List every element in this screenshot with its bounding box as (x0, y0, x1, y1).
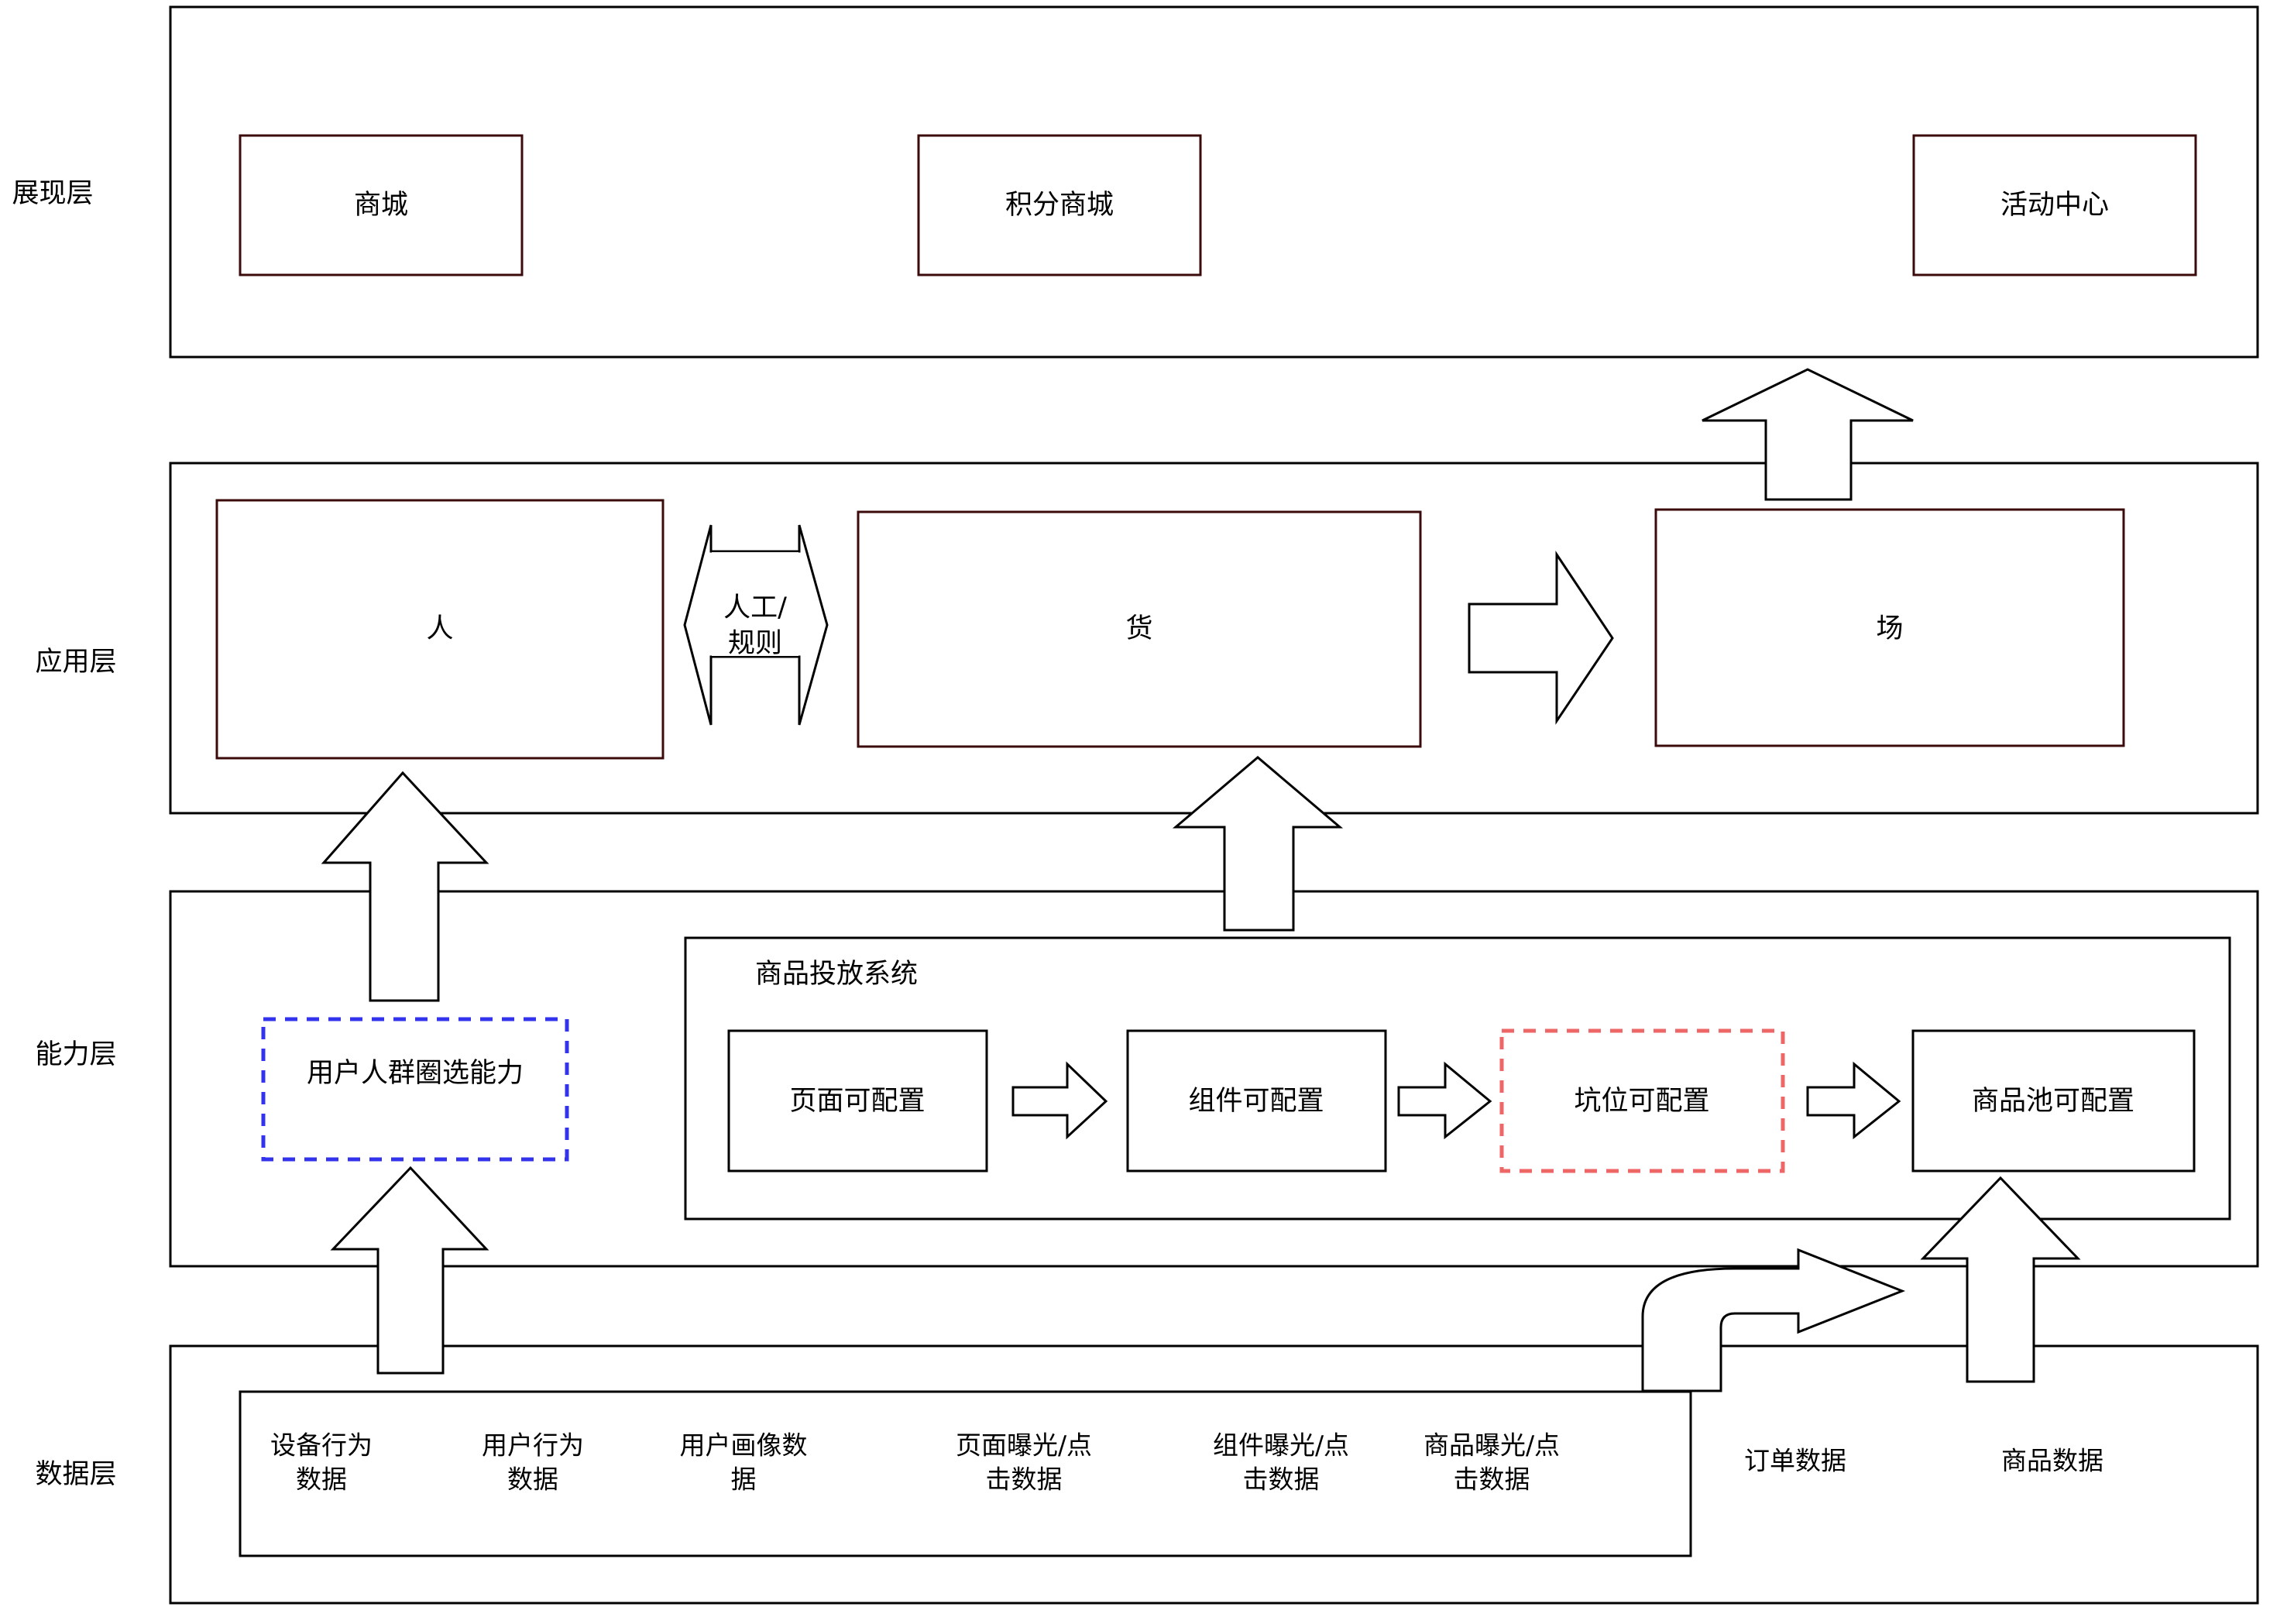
arrow-right-slot-to-pool (1806, 1061, 1901, 1140)
data-order: 订单数据 (1744, 1446, 1846, 1476)
data-device-behavior-line2: 数据 (296, 1464, 347, 1495)
arrow-right-component-to-slot (1397, 1061, 1492, 1140)
scene-label: 场 (1876, 613, 1903, 644)
data-product: 商品数据 (2001, 1446, 2103, 1476)
mall-box: 商城 (239, 134, 524, 276)
page-config-label: 页面可配置 (789, 1086, 925, 1117)
activity-center-box: 活动中心 (1912, 134, 2197, 276)
user-segmentation-label: 用户人群圈选能力 (307, 1058, 524, 1089)
points-mall-box: 积分商城 (917, 134, 1202, 276)
arrow-up-segmentation-to-people (321, 771, 489, 1002)
slot-config-box: 坑位可配置 (1499, 1028, 1785, 1173)
people-label: 人 (426, 613, 453, 644)
layer-label-presentation: 展现层 (12, 178, 93, 209)
data-user-behavior-line1: 用户行为 (482, 1430, 584, 1461)
arrow-up-system-to-goods (1172, 756, 1344, 932)
data-user-profile-line1: 用户画像数 (680, 1430, 808, 1461)
page-config-box: 页面可配置 (727, 1029, 988, 1173)
data-page-exposure-line2: 击数据 (986, 1464, 1063, 1495)
pool-config-label: 商品池可配置 (1972, 1086, 2134, 1117)
arrow-right-goods-to-scene (1468, 551, 1614, 725)
data-component-exposure-line2: 击数据 (1243, 1464, 1320, 1495)
product-delivery-system-title: 商品投放系统 (755, 959, 918, 990)
people-box: 人 (215, 499, 665, 760)
component-config-box: 组件可配置 (1126, 1029, 1387, 1173)
manual-rule-label-line1: 人工/ (723, 592, 787, 623)
scene-box: 场 (1654, 508, 2125, 747)
data-product-exposure-line2: 击数据 (1454, 1464, 1530, 1495)
data-user-behavior-line2: 数据 (507, 1464, 558, 1495)
component-config-label: 组件可配置 (1188, 1086, 1324, 1117)
goods-box: 货 (857, 510, 1422, 748)
activity-center-label: 活动中心 (2000, 190, 2109, 221)
layer-label-application: 应用层 (35, 647, 116, 678)
behavior-data-group-box (239, 1390, 1692, 1557)
layer-label-capability: 能力层 (35, 1039, 116, 1070)
data-page-exposure-line1: 页面曝光/点 (956, 1430, 1092, 1461)
goods-label: 货 (1125, 613, 1152, 644)
slot-config-label: 坑位可配置 (1574, 1086, 1709, 1117)
arrow-curved-data-to-pool (1641, 1248, 1906, 1392)
arrow-up-data-to-segmentation (330, 1166, 489, 1375)
data-product-exposure-line1: 商品曝光/点 (1423, 1430, 1560, 1461)
pool-config-box: 商品池可配置 (1911, 1029, 2196, 1173)
mall-label: 商城 (354, 190, 408, 221)
data-device-behavior-line1: 设备行为 (270, 1430, 373, 1461)
manual-rule-label-line2: 规则 (728, 628, 782, 659)
points-mall-label: 积分商城 (1005, 190, 1114, 221)
arrow-right-page-to-component (1011, 1061, 1108, 1140)
user-segmentation-box: 用户人群圈选能力 (261, 1017, 569, 1162)
manual-rule-bidirectional-arrow: 人工/ 规则 (683, 524, 829, 726)
data-user-profile-line2: 据 (731, 1464, 757, 1495)
data-component-exposure-line1: 组件曝光/点 (1213, 1430, 1349, 1461)
arrow-up-scene-to-presentation (1702, 368, 1914, 501)
arrow-up-product-data-to-pool (1920, 1176, 2081, 1383)
layer-label-data: 数据层 (35, 1459, 116, 1490)
